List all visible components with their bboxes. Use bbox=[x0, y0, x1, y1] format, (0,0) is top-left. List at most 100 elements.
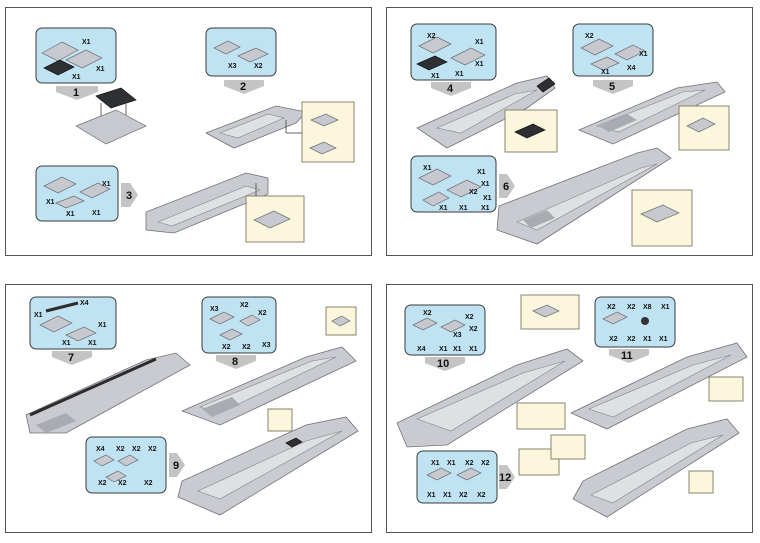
qty-label: X1 bbox=[659, 336, 668, 343]
step-number: 6 bbox=[503, 181, 509, 193]
step-number: 10 bbox=[437, 358, 449, 370]
step-arrow bbox=[593, 80, 633, 94]
qty-label: X2 bbox=[481, 460, 490, 467]
qty-label: X2 bbox=[98, 480, 107, 487]
qty-label: X1 bbox=[475, 39, 484, 46]
qty-label: X8 bbox=[643, 304, 652, 311]
parts-box-step-11 bbox=[594, 296, 676, 348]
qty-label: X1 bbox=[72, 74, 81, 81]
qty-label: X4 bbox=[627, 65, 636, 72]
detail-box bbox=[550, 434, 586, 460]
qty-label: X2 bbox=[585, 33, 594, 40]
qty-label: X2 bbox=[258, 310, 267, 317]
step-arrow bbox=[609, 349, 649, 363]
qty-label: X1 bbox=[431, 73, 440, 80]
qty-label: X2 bbox=[118, 480, 127, 487]
qty-label: X1 bbox=[643, 336, 652, 343]
step-arrow bbox=[431, 82, 471, 96]
qty-label: X1 bbox=[661, 304, 670, 311]
detail-box bbox=[518, 448, 560, 476]
qty-label: X1 bbox=[96, 66, 105, 73]
qty-label: X1 bbox=[601, 69, 610, 76]
qty-label: X2 bbox=[116, 446, 125, 453]
qty-label: X1 bbox=[427, 492, 436, 499]
detail-box bbox=[267, 408, 293, 432]
qty-label: X1 bbox=[469, 346, 478, 353]
step-number: 5 bbox=[609, 81, 615, 93]
step-number: 4 bbox=[447, 83, 454, 95]
qty-label: X1 bbox=[439, 205, 448, 212]
qty-label: X1 bbox=[66, 211, 75, 218]
step-arrow bbox=[56, 86, 98, 100]
qty-label: X2 bbox=[242, 344, 251, 351]
qty-label: X3 bbox=[210, 306, 219, 313]
detail-box bbox=[688, 470, 714, 494]
step-number: 8 bbox=[232, 356, 238, 368]
step-arrow bbox=[121, 183, 138, 207]
qty-label: X1 bbox=[477, 169, 486, 176]
step-arrow bbox=[425, 357, 465, 371]
base-plate bbox=[75, 109, 147, 145]
qty-label: X1 bbox=[98, 322, 107, 329]
qty-label: X1 bbox=[431, 460, 440, 467]
parts-box-step-8 bbox=[201, 296, 277, 354]
parts-box-step-10 bbox=[404, 304, 486, 356]
qty-label: X2 bbox=[427, 33, 436, 40]
qty-label: X1 bbox=[447, 460, 456, 467]
qty-label: X1 bbox=[92, 210, 101, 217]
detail-box bbox=[301, 101, 355, 163]
qty-label: X1 bbox=[88, 340, 97, 347]
qty-label: X2 bbox=[609, 336, 618, 343]
qty-label: X1 bbox=[62, 340, 71, 347]
step-number: 9 bbox=[173, 460, 179, 472]
step-arrow bbox=[52, 351, 92, 365]
qty-label: X1 bbox=[102, 181, 111, 188]
dark-plate bbox=[95, 87, 137, 109]
qty-label: X1 bbox=[443, 492, 452, 499]
qty-label: X1 bbox=[46, 199, 55, 206]
step-arrow bbox=[169, 453, 185, 477]
qty-label: X1 bbox=[453, 346, 462, 353]
step-number: 1 bbox=[73, 87, 79, 99]
parts-box-step-12 bbox=[416, 450, 498, 504]
qty-label: X2 bbox=[465, 314, 474, 321]
step-number: 12 bbox=[499, 472, 511, 484]
step-number: 2 bbox=[240, 81, 246, 93]
qty-label: X3 bbox=[453, 332, 462, 339]
qty-label: X2 bbox=[627, 336, 636, 343]
step-arrow bbox=[499, 174, 515, 198]
qty-label: X2 bbox=[148, 446, 157, 453]
qty-label: X2 bbox=[254, 63, 263, 70]
qty-label: X1 bbox=[639, 51, 648, 58]
qty-label: X1 bbox=[481, 205, 490, 212]
parts-box-step-4 bbox=[410, 23, 497, 81]
qty-label: X1 bbox=[455, 71, 464, 78]
qty-label: X2 bbox=[607, 304, 616, 311]
qty-label: X2 bbox=[627, 304, 636, 311]
qty-label: X3 bbox=[262, 342, 271, 349]
qty-label: X2 bbox=[144, 480, 153, 487]
hull-section bbox=[25, 352, 191, 434]
qty-label: X4 bbox=[80, 300, 89, 307]
step-arrow bbox=[224, 80, 264, 94]
qty-label: X1 bbox=[439, 346, 448, 353]
step-number: 7 bbox=[68, 352, 74, 364]
instruction-panel-4: X2 X2 X2 X3 X4 X1 X1 X1 10 X2 X2 X8 X1 X… bbox=[386, 284, 753, 533]
qty-label: X2 bbox=[469, 189, 478, 196]
qty-label: X1 bbox=[82, 39, 91, 46]
qty-label: X2 bbox=[477, 492, 486, 499]
qty-label: X2 bbox=[240, 302, 249, 309]
step-number: 3 bbox=[126, 190, 132, 202]
qty-label: X2 bbox=[222, 344, 231, 351]
qty-label: X1 bbox=[483, 195, 492, 202]
qty-label: X1 bbox=[481, 181, 490, 188]
qty-label: X2 bbox=[132, 446, 141, 453]
qty-label: X1 bbox=[459, 205, 468, 212]
detail-box bbox=[516, 402, 566, 430]
parts-box-step-3 bbox=[35, 165, 119, 222]
qty-label: X2 bbox=[469, 326, 478, 333]
qty-label: X2 bbox=[459, 492, 468, 499]
instruction-panel-2: X2 X1 X1 X1 X1 4 X2 X1 X1 X4 5 X1 X1 X1 … bbox=[386, 7, 753, 256]
qty-label: X1 bbox=[475, 61, 484, 68]
step-number: 11 bbox=[621, 350, 633, 362]
